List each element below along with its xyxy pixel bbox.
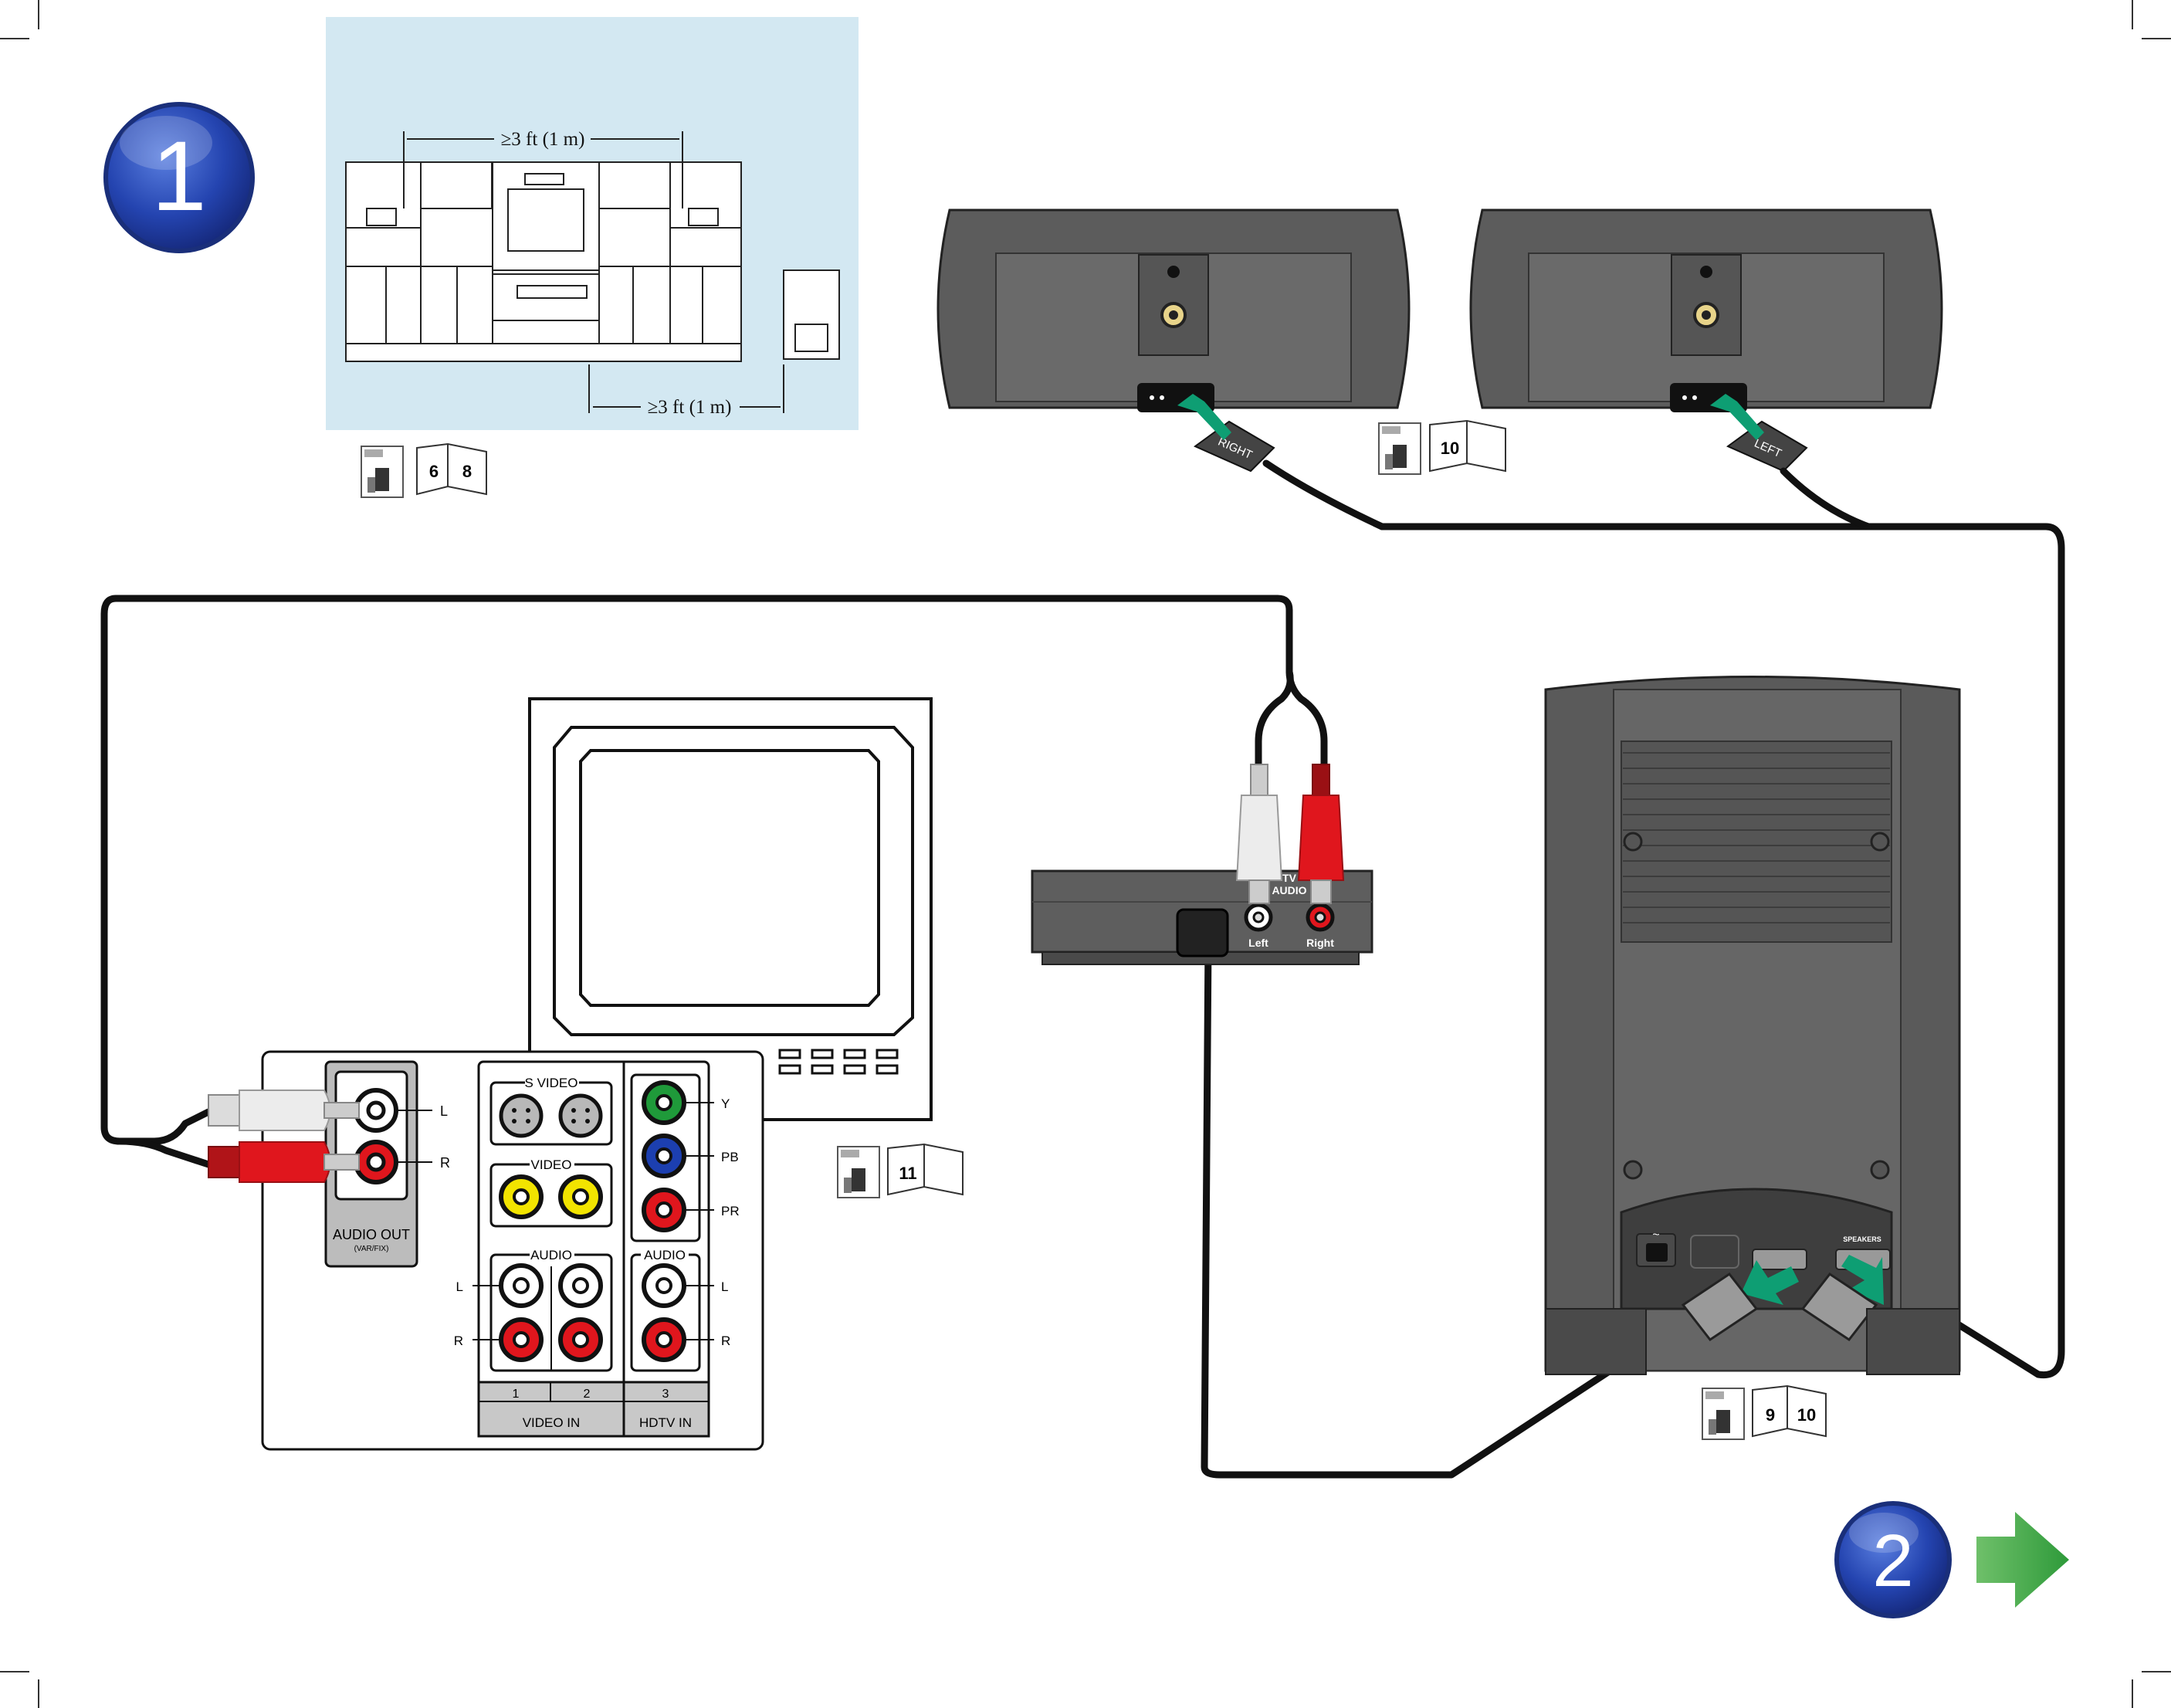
step-1-badge: 1: [103, 102, 255, 253]
video-label: VIDEO: [531, 1157, 572, 1172]
column-3: 3: [662, 1388, 669, 1401]
video-audio-r: R: [454, 1334, 463, 1348]
cables: [100, 459, 2065, 1479]
column-1: 1: [513, 1388, 520, 1401]
television: [528, 697, 933, 1121]
step-2-badge: 2: [1834, 1501, 1952, 1618]
tv-connection-panel: L R AUDIO OUT (VAR/FIX) S VIDEO VIDEO AU…: [261, 1050, 764, 1451]
component-y: Y: [721, 1096, 730, 1111]
next-arrow-icon[interactable]: [1976, 1512, 2069, 1608]
bass-module: ~ SPEAKERS: [1544, 676, 1961, 1375]
arrow-icon: [1841, 1255, 1884, 1305]
interface-left-label: Left: [1248, 937, 1268, 949]
tv-audio-label-1: TV: [1282, 872, 1297, 884]
hdtv-audio-label: AUDIO: [644, 1248, 686, 1262]
arrow-icon: [1710, 394, 1764, 440]
page-ref: 6: [429, 462, 439, 481]
arrow-icon: [1741, 1260, 1799, 1305]
page-ref: 11: [899, 1164, 916, 1183]
rca-plugs-tv: [208, 1090, 360, 1183]
page-ref: 10: [1797, 1405, 1816, 1425]
arrow-icon: [1177, 394, 1231, 440]
right-speaker-plug: RIGHT: [1177, 394, 1275, 473]
tv-audio-label-2: AUDIO: [1272, 884, 1306, 896]
hdtv-audio-r: R: [721, 1334, 730, 1348]
audio-label: AUDIO: [530, 1248, 572, 1262]
hdtv-in-label: HDTV IN: [639, 1415, 692, 1430]
video-audio-l: L: [456, 1279, 463, 1294]
page-ref: 8: [462, 462, 472, 481]
manual-book-icon: [1378, 422, 1421, 475]
component-pr: PR: [721, 1204, 740, 1218]
speaker-right: [936, 208, 1411, 412]
manual-book-icon: [1702, 1388, 1745, 1440]
column-2: 2: [584, 1388, 591, 1401]
page-ref: 10: [1441, 439, 1459, 458]
placement-panel: ≥3 ft (1 m) ≥3 ft (1 m): [326, 17, 859, 430]
rca-plugs-interface: [1235, 764, 1345, 904]
audio-out-r: R: [440, 1155, 450, 1171]
manual-ref-speakers: 10: [1378, 419, 1506, 475]
manual-ref-module: 9 10: [1702, 1384, 1827, 1440]
manual-book-icon: [837, 1146, 880, 1198]
s-video-label: S VIDEO: [525, 1076, 578, 1090]
speakers-port-label: SPEAKERS: [1843, 1235, 1881, 1243]
speaker-left: [1469, 208, 1943, 412]
left-speaker-plug: LEFT: [1710, 394, 1808, 473]
component-pb: PB: [721, 1150, 739, 1164]
step-2-number: 2: [1872, 1520, 1913, 1602]
page-ref: 9: [1766, 1405, 1775, 1425]
manual-ref-placement: 6 8: [361, 442, 487, 498]
video-in-label: VIDEO IN: [523, 1415, 581, 1430]
interface-right-label: Right: [1306, 937, 1334, 949]
ac-power-symbol: ~: [1652, 1228, 1659, 1242]
hdtv-audio-l: L: [721, 1279, 728, 1294]
audio-out-label: AUDIO OUT: [333, 1227, 410, 1242]
step-1-number: 1: [151, 121, 206, 232]
manual-ref-tv: 11: [837, 1143, 964, 1198]
module-grille: [1623, 752, 1890, 923]
dimension-to-bass-module: ≥3 ft (1 m): [648, 397, 732, 418]
audio-out-l: L: [440, 1103, 448, 1119]
audio-out-sub-label: (VAR/FIX): [354, 1245, 389, 1253]
manual-book-icon: [361, 446, 404, 498]
dimension-between-speakers: ≥3 ft (1 m): [501, 129, 585, 150]
